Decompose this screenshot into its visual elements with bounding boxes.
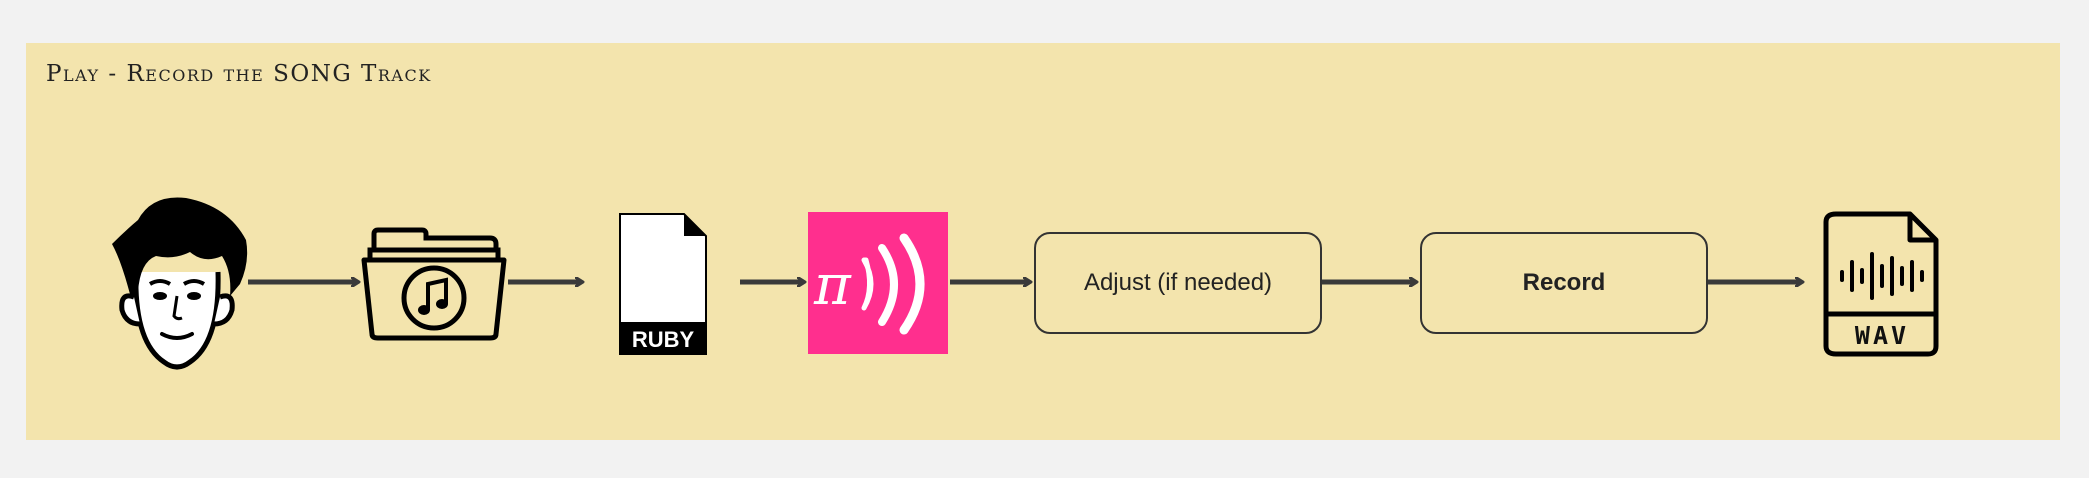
record-step-box: Record [1420,232,1708,334]
sonic-pi-logo: π [808,212,948,354]
ruby-file-icon: RUBY [619,213,707,355]
adjust-step-label: Adjust (if needed) [1083,269,1273,296]
sonic-pi-glyph: π [813,253,852,318]
frame-title: Play - Record the SONG Track [46,61,432,87]
person-face-icon [112,197,248,370]
record-step-label: Record [1522,269,1606,296]
wav-file-label: WAV [1855,321,1909,350]
music-folder-icon [361,227,507,341]
adjust-step-box: Adjust (if needed) [1034,232,1322,334]
ruby-file-label: RUBY [632,327,695,352]
wav-file-icon: WAV [1823,211,1939,357]
